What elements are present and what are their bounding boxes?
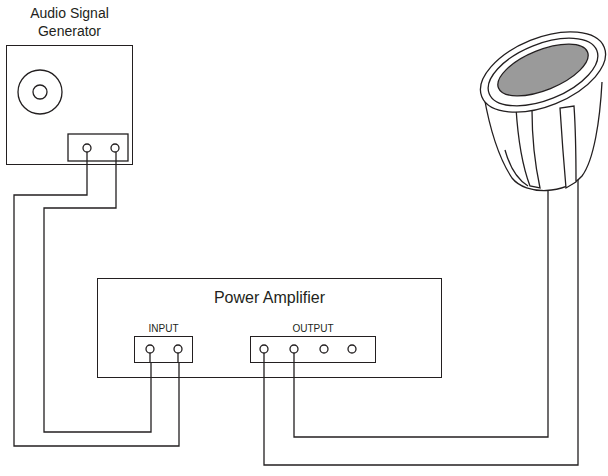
terminal-strip: OUTPUT	[250, 336, 376, 363]
terminal	[146, 345, 154, 353]
node-title: Power Amplifier	[214, 288, 325, 309]
node-heading: Audio Signal Generator	[15, 4, 125, 40]
terminal	[348, 345, 356, 353]
terminal-lead	[86, 152, 87, 165]
speaker-rim-inner	[479, 24, 608, 119]
speaker-bracket	[516, 108, 540, 188]
terminal	[320, 345, 328, 353]
terminal	[174, 345, 182, 353]
dial-knob	[18, 70, 62, 114]
terminal-label: OUTPUT	[292, 322, 333, 335]
speaker-rim	[469, 16, 608, 128]
terminal	[111, 144, 119, 152]
speaker	[469, 16, 608, 191]
speaker-bracket	[560, 106, 576, 188]
terminal	[290, 345, 298, 353]
terminal-lead	[115, 152, 116, 165]
speaker-cone	[491, 33, 595, 106]
terminal	[260, 345, 268, 353]
amplifier-box: Power AmplifierINPUT OUTPUT	[97, 278, 442, 378]
dial-center	[33, 85, 47, 99]
terminal-strip	[68, 134, 128, 161]
terminal-strip: INPUT	[134, 336, 193, 363]
speaker-wire	[264, 176, 578, 465]
terminal-label: INPUT	[149, 322, 179, 335]
generator-box: Audio Signal Generator	[6, 45, 133, 165]
terminal-lead	[149, 353, 150, 362]
terminal	[83, 144, 91, 152]
speaker-wire	[294, 190, 548, 437]
terminal-lead	[177, 353, 178, 362]
